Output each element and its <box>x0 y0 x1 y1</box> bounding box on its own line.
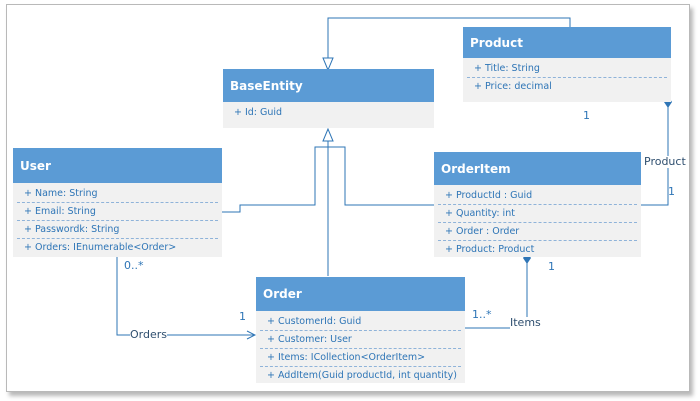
order-class-header: Order <box>256 277 465 311</box>
product-generalization-arrow <box>322 57 334 72</box>
product-role-label: Product <box>644 155 686 168</box>
attribute: + Title: String <box>467 60 667 78</box>
baseentity-attributes: + Id: Guid <box>223 102 434 123</box>
product-class-header: Product <box>463 27 671 58</box>
user-attributes: + Name: String + Email: String + Passwor… <box>13 183 222 258</box>
orderitem-attributes: + ProductId : Guid + Quantity: int + Ord… <box>434 185 641 260</box>
orderitem-class-header: OrderItem <box>434 152 641 185</box>
attribute: + Name: String <box>17 185 218 203</box>
user-generalization-line <box>222 140 329 213</box>
attribute: + Email: String <box>17 203 218 221</box>
product-generalization-line <box>327 17 571 60</box>
orderitem-product-multiplicity-label: 1 <box>668 185 675 198</box>
attribute: + AddItem(Guid productId, int quantity) <box>267 370 457 381</box>
attribute: + Customer: User <box>260 331 461 349</box>
attribute: + Passwordk: String <box>17 221 218 239</box>
baseentity-class-header: BaseEntity <box>223 69 434 102</box>
attribute: + CustomerId: Guid <box>260 313 461 331</box>
attribute: + Product: Product <box>445 244 535 255</box>
attribute: + Quantity: int <box>438 205 637 223</box>
order-class[interactable]: Order + CustomerId: Guid + Customer: Use… <box>256 277 465 383</box>
product-class[interactable]: Product + Title: String + Price: decimal <box>463 27 671 102</box>
attribute: + Items: ICollection<OrderItem> <box>260 349 461 367</box>
attribute: + Orders: IEnumerable<Order> <box>24 242 177 253</box>
attribute: + Price: decimal <box>474 81 552 92</box>
order-user-multiplicity-label: 1 <box>239 310 246 323</box>
orderitem-order-multiplicity-label: 1 <box>548 260 555 273</box>
items-multiplicity-label: 1..* <box>472 308 492 321</box>
user-class-header: User <box>13 148 222 183</box>
attribute: + Id: Guid <box>234 107 283 118</box>
base-generalization-arrow <box>322 127 334 142</box>
baseentity-class[interactable]: BaseEntity + Id: Guid <box>223 69 434 128</box>
attribute: + ProductId : Guid <box>438 187 637 205</box>
orders-association-line <box>116 257 255 336</box>
items-role-label: Items <box>510 316 541 329</box>
order-attributes: + CustomerId: Guid + Customer: User + It… <box>256 311 465 386</box>
orders-arrowhead <box>246 330 257 340</box>
product-attributes: + Title: String + Price: decimal <box>463 58 671 97</box>
orderitem-generalization-line <box>328 146 434 206</box>
attribute: + Order : Order <box>438 223 637 241</box>
user-multiplicity-label: 0..* <box>124 259 144 272</box>
orderitem-class[interactable]: OrderItem + ProductId : Guid + Quantity:… <box>434 152 641 257</box>
product-multiplicity-label: 1 <box>583 109 590 122</box>
product-association-line <box>641 105 669 206</box>
orders-role-label: Orders <box>130 328 167 341</box>
user-class[interactable]: User + Name: String + Email: String + Pa… <box>13 148 222 257</box>
